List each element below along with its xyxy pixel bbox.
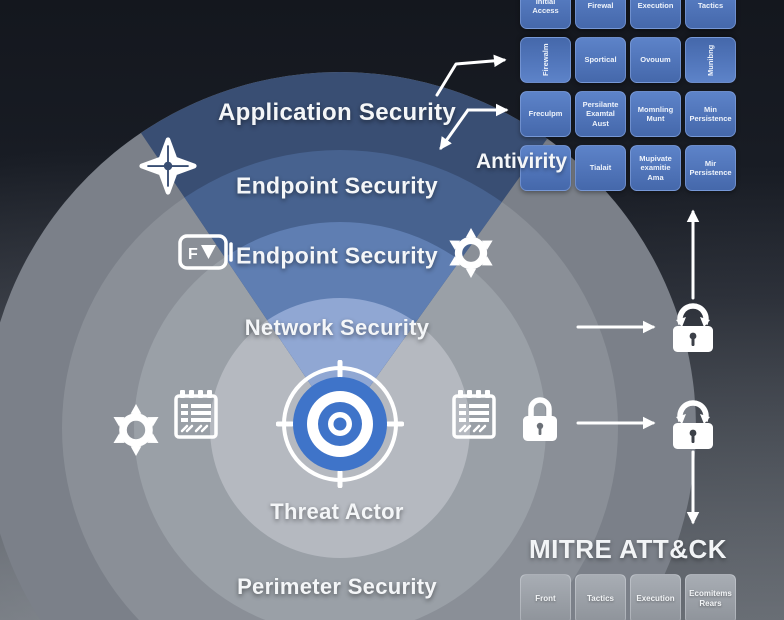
matrix-cell-r0c0: Initial Access — [520, 0, 571, 29]
matrix-cell-r0c2: Execution — [630, 0, 681, 29]
ring-label-5: Perimeter Security — [237, 574, 437, 599]
ring-label-3: Network Security — [244, 315, 430, 340]
mitre-box-0: Front — [520, 574, 571, 620]
ring-label-1: Endpoint Security — [236, 172, 438, 199]
svg-text:F: F — [188, 246, 198, 263]
mitre-box-1: Tactics — [575, 574, 626, 620]
mitre-box-2: Execution — [630, 574, 681, 620]
ring-label-4: Threat Actor — [270, 499, 404, 524]
matrix-cell-r0c1: Firewal — [575, 0, 626, 29]
matrix-cell-r2c3: Min Persistence — [685, 91, 736, 137]
lock-reset-icon — [666, 390, 720, 452]
matrix-cell-r2c2: Momnling Munt — [630, 91, 681, 137]
matrix-cell-r3c2: Mupivate examitie Ama — [630, 145, 681, 191]
matrix-cell-r3c1: Tialait — [575, 145, 626, 191]
matrix-cell-r1c1: Sportical — [575, 37, 626, 83]
bullseye-target-icon — [275, 359, 405, 489]
matrix-cell-r0c3: Tactics — [685, 0, 736, 29]
firewall-icon: F — [178, 232, 236, 274]
mitre-box-3: Ecomitems Rears — [685, 574, 736, 620]
mitre-attack-title: MITRE ATT&CK — [528, 534, 728, 564]
antivirus-label: Antivirity — [476, 150, 568, 173]
checklist-icon — [172, 388, 220, 440]
gear-icon — [110, 404, 162, 456]
matrix-cell-r3c3: Mir Persistence — [685, 145, 736, 191]
padlock-icon — [518, 392, 562, 444]
lock-reset-icon — [666, 293, 720, 355]
matrix-cell-r2c0: Freculpm — [520, 91, 571, 137]
matrix-cell-r2c1: Persilante Examtal Aust — [575, 91, 626, 137]
ring-label-0: Application Security — [217, 99, 457, 126]
matrix-cell-r3c0 — [520, 145, 571, 191]
matrix-cell-r1c2: Ovouum — [630, 37, 681, 83]
gear-icon — [446, 228, 496, 278]
matrix-cell-r1c3: Munibng — [685, 37, 736, 83]
ring-label-2: Endpoint Security — [236, 242, 438, 269]
star-compass-icon — [138, 136, 198, 196]
checklist-icon — [450, 388, 498, 440]
matrix-cell-r1c0: Firewalm — [520, 37, 571, 83]
